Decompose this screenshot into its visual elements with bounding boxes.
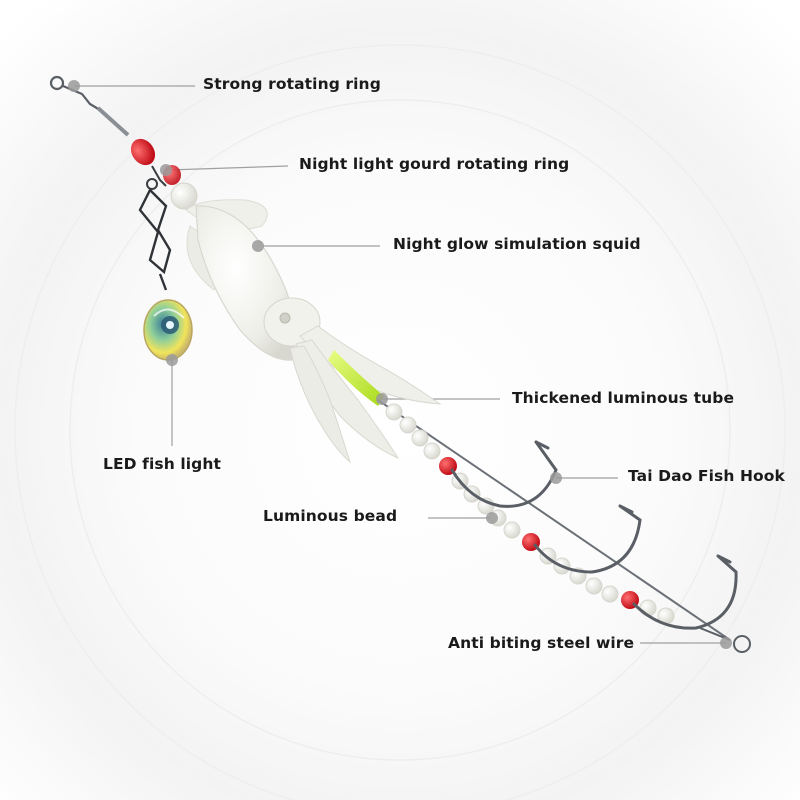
pointer-dot-steel-wire <box>720 637 732 649</box>
label-luminous-bead: Luminous bead <box>263 507 398 525</box>
hook-2 <box>533 504 642 574</box>
pointer-dot-luminous-bead <box>486 512 498 524</box>
pointer-dot-strong-rotating-ring <box>68 80 80 92</box>
led-fish-light <box>143 299 193 361</box>
tai-dao-fish-hooks <box>450 440 738 630</box>
pointer-dot-gourd-rotating-ring <box>160 164 172 176</box>
label-night-glow-simulation-squid: Night glow simulation squid <box>393 235 641 253</box>
pointer-dot-simulation-squid <box>252 240 264 252</box>
hook-3 <box>632 554 738 630</box>
label-anti-biting-steel-wire: Anti biting steel wire <box>448 634 635 652</box>
hook-1 <box>450 440 558 508</box>
label-tai-dao-fish-hook: Tai Dao Fish Hook <box>628 467 785 485</box>
pointer-dot-fish-hook <box>550 472 562 484</box>
night-glow-squid <box>185 199 442 464</box>
leader-gourd-rotating-ring <box>167 165 289 171</box>
pointer-dot-led-light <box>166 354 178 366</box>
gourd-rotating-ring <box>146 165 167 190</box>
gourd-white-bead <box>170 182 198 210</box>
label-led-fish-light: LED fish light <box>103 455 222 473</box>
red-float-bead <box>130 138 156 166</box>
leader-lines <box>75 85 726 644</box>
snap-clip <box>138 187 172 291</box>
anti-biting-steel-wire <box>377 399 731 641</box>
label-strong-rotating-ring: Strong rotating ring <box>203 75 381 93</box>
background-rings <box>14 44 786 800</box>
label-night-light-gourd-rotating-ring: Night light gourd rotating ring <box>299 155 570 173</box>
pointer-dot-luminous-tube <box>376 393 388 405</box>
label-thickened-luminous-tube: Thickened luminous tube <box>512 389 735 407</box>
